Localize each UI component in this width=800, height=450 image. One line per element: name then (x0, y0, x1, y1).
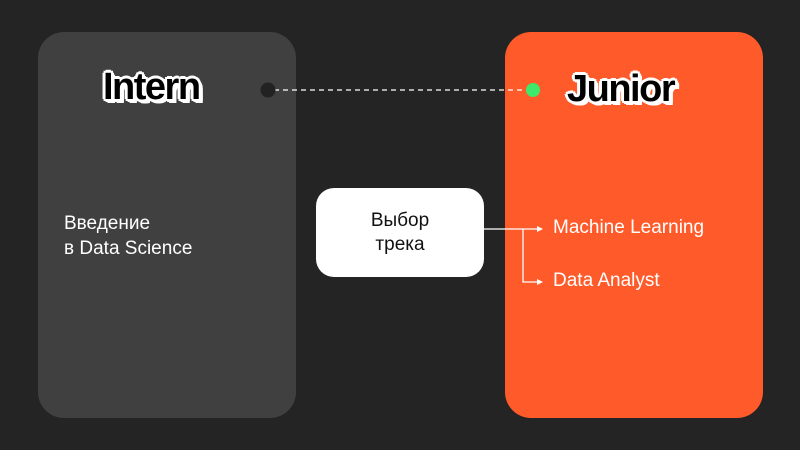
intern-description-line1: Введение (64, 213, 151, 234)
arrow-ml-icon (537, 226, 543, 232)
junior-card (505, 32, 763, 418)
intern-description: Введение в Data Science (64, 211, 192, 261)
intern-logo: Intern (103, 66, 201, 108)
track-machine-learning: Machine Learning (553, 217, 705, 238)
track-choice-box: Выбор трека (316, 188, 484, 277)
track-choice-line2: трека (375, 233, 425, 255)
junior-logo: Junior (567, 68, 676, 110)
track-data-analyst: Data Analyst (553, 270, 660, 291)
arrow-da-icon (537, 279, 543, 285)
start-dot (260, 82, 276, 98)
end-dot (526, 83, 540, 97)
intern-card (38, 32, 296, 418)
track-choice-line1: Выбор (370, 209, 430, 231)
intern-description-line2: в Data Science (64, 238, 193, 259)
branch-line (484, 228, 538, 283)
